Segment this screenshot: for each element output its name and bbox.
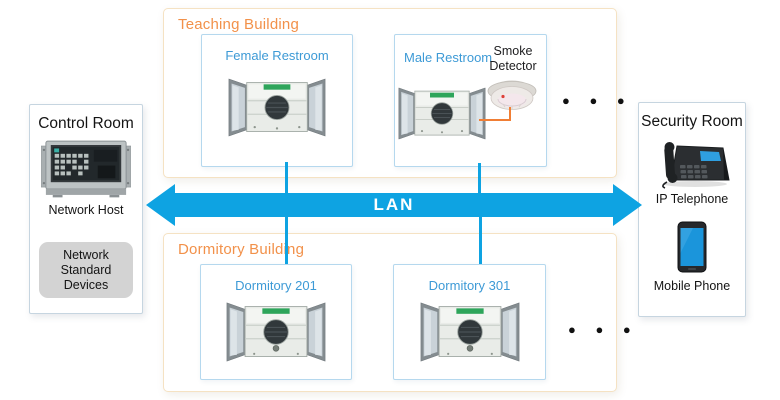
ip-telephone-image xyxy=(653,139,731,189)
room-dormitory-201: Dormitory 201 xyxy=(200,264,352,380)
network-host-label: Network Host xyxy=(48,203,124,217)
more-devices-indicator: ● ● ● xyxy=(562,93,633,108)
ip-speaker-terminal-image xyxy=(398,87,486,140)
room-male-restroom-label: Male Restroom xyxy=(404,50,493,65)
ip-speaker-terminal-image xyxy=(226,302,326,362)
room-dormitory-201-label: Dormitory 201 xyxy=(235,278,317,293)
dormitory-building-box: Dormitory Building Dormitory 201 Dormito… xyxy=(163,233,631,392)
room-male-restroom: Male Restroom Smoke Detector xyxy=(394,34,547,167)
ip-telephone-label: IP Telephone xyxy=(655,192,729,206)
more-devices-indicator: ● ● ● xyxy=(568,322,639,337)
network-host-image xyxy=(41,138,131,199)
teaching-building-box: Teaching Building Female Restroom Male R… xyxy=(163,8,625,178)
smoke-detector-image xyxy=(485,73,539,113)
mobile-phone-image xyxy=(677,221,707,273)
control-room-box: Control Room Network Host Network Standa… xyxy=(29,104,143,314)
room-dormitory-301: Dormitory 301 xyxy=(393,264,546,380)
mobile-phone-label: Mobile Phone xyxy=(653,279,731,293)
room-female-restroom: Female Restroom xyxy=(201,34,353,167)
lan-link-male-restroom xyxy=(478,163,481,193)
network-standard-devices-panel: Network Standard Devices xyxy=(39,242,133,298)
dormitory-building-title: Dormitory Building xyxy=(178,241,305,258)
lan-link-female-restroom xyxy=(285,162,288,193)
control-room-title: Control Room xyxy=(38,115,134,132)
teaching-building-title: Teaching Building xyxy=(178,16,299,33)
smoke-detector-connector-vertical xyxy=(509,107,511,121)
ip-speaker-terminal-image xyxy=(420,302,520,362)
room-female-restroom-label: Female Restroom xyxy=(225,48,329,63)
security-room-box: Security Room IP Telephone Mobile Phone xyxy=(638,102,746,317)
lan-link-dormitory-201 xyxy=(285,217,288,264)
lan-link-dormitory-301 xyxy=(479,217,482,264)
lan-arrow xyxy=(146,184,642,226)
lan-label: LAN xyxy=(373,195,415,214)
room-dormitory-301-label: Dormitory 301 xyxy=(428,278,511,293)
smoke-detector-connector-horizontal xyxy=(479,119,511,121)
security-room-title: Security Room xyxy=(641,113,743,130)
smoke-detector-label: Smoke Detector xyxy=(489,44,537,73)
ip-speaker-terminal-image xyxy=(228,78,326,137)
